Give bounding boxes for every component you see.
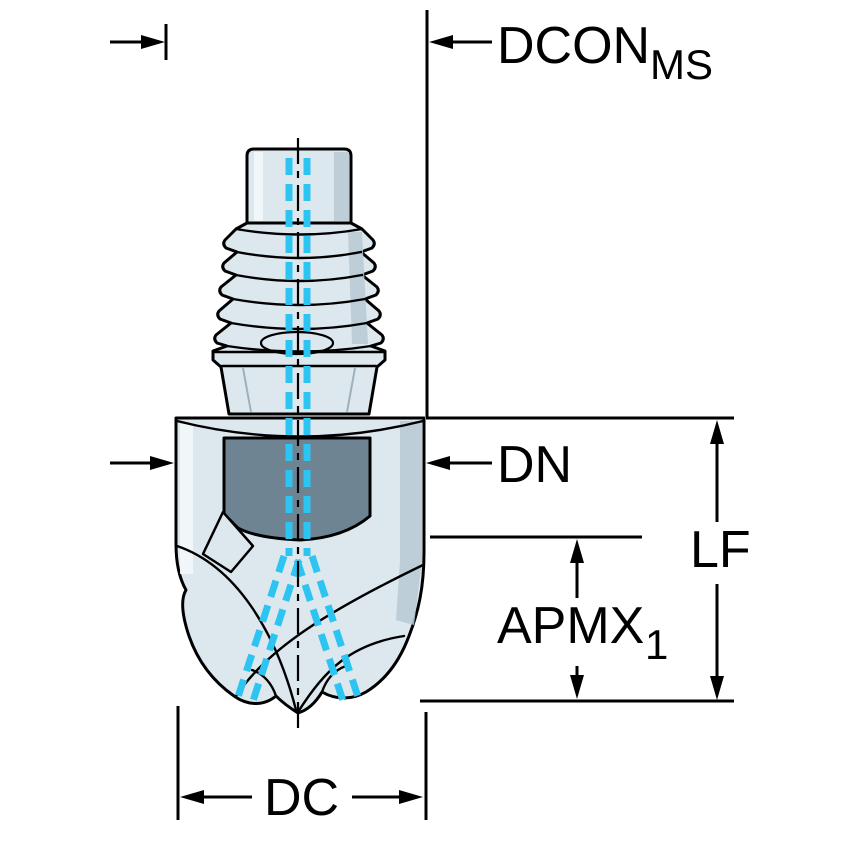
lf-arrow-up: [710, 420, 724, 444]
dcon-arrow-left: [141, 35, 165, 49]
apmx-arrow-up: [570, 539, 584, 563]
thread-line-2: [234, 273, 364, 283]
dc-arrow-right: [399, 790, 423, 804]
label-apmx-sub: 1: [645, 621, 668, 668]
lf-arrow-down: [710, 676, 724, 700]
thread-shade: [348, 232, 368, 344]
dc-arrow-left: [180, 790, 204, 804]
label-dn: DN: [497, 436, 572, 494]
dcon-arrow-right: [429, 35, 453, 49]
label-dcon-sub: MS: [650, 41, 713, 88]
label-dc: DC: [264, 769, 339, 827]
thread-line-3: [231, 297, 367, 307]
flute-curve-left: [175, 544, 298, 712]
flute-scallop-right: [320, 664, 348, 694]
label-dcon: DCON: [497, 17, 650, 75]
taper-line-right: [346, 367, 356, 413]
head-shade-lower: [396, 561, 422, 625]
dimension-dcon: DCON MS: [110, 10, 713, 417]
label-lf: LF: [690, 521, 751, 579]
thread-line-1: [235, 250, 363, 260]
head-highlight-left: [180, 424, 193, 574]
facet-tooth: [201, 510, 255, 574]
taper-line-left: [242, 367, 252, 413]
dimension-dn: DN: [110, 436, 572, 494]
shank-shade: [334, 152, 349, 221]
thread-collar-line: [234, 227, 364, 236]
head-shade-right: [400, 421, 422, 561]
apmx-arrow-down: [570, 675, 584, 699]
dimension-dc: DC: [176, 706, 428, 827]
dn-arrow-left: [150, 456, 174, 470]
tool-illustration: [174, 138, 426, 730]
dn-arrow-right: [426, 456, 450, 470]
shank-highlight: [254, 152, 263, 221]
flute-curve-cross: [234, 563, 425, 698]
label-apmx: APMX: [497, 597, 644, 655]
flute-scallop-left: [250, 668, 278, 698]
dimension-apmx: APMX 1: [430, 535, 668, 699]
dimension-lf: LF: [420, 416, 751, 703]
coolant-channels: [233, 158, 363, 706]
flute-curve-right: [296, 634, 406, 714]
thread-line-4: [229, 321, 369, 331]
